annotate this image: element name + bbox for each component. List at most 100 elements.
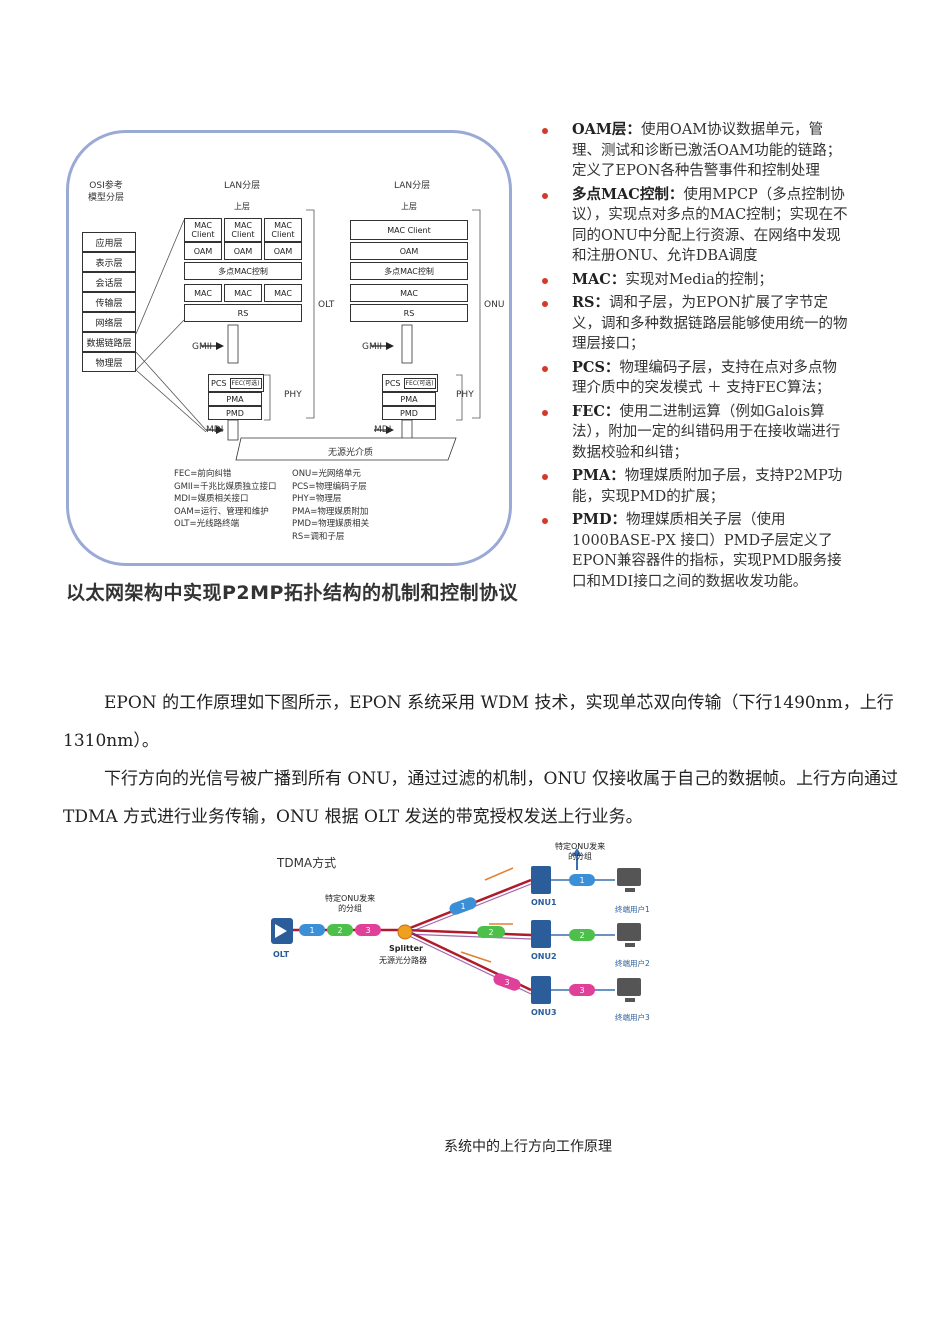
legend-item: FEC=前向纠错: [174, 469, 232, 479]
olt-mdi: MDI: [206, 425, 224, 435]
bullet-term: OAM层：: [572, 121, 641, 138]
olt-pma: PMA: [208, 392, 262, 406]
olt-oam: OAM: [224, 242, 262, 260]
osi-layer: 数据链路层: [82, 332, 136, 352]
onu-label: ONU2: [531, 952, 557, 961]
osi-layer: 应用层: [82, 232, 136, 252]
svg-text:3: 3: [504, 978, 509, 987]
bullet-term: FEC：: [572, 402, 620, 420]
onu-pcs-label: PCS: [385, 378, 401, 388]
svg-text:1: 1: [460, 902, 465, 911]
olt-mac: MAC: [184, 284, 222, 302]
osi-layer: 物理层: [82, 352, 136, 372]
tdma-title: TDMA方式: [277, 856, 337, 870]
legend-left: FEC=前向纠错 GMII=千兆比媒质独立接口 MDI=媒质相关接口 OAM=运…: [174, 468, 277, 531]
bullet-item: PMA：物理媒质附加子层，支持P2MP功能，实现PMD的扩展；: [540, 466, 850, 507]
user-computer-icons: [617, 868, 641, 1002]
trunk-packets: 1 2 3: [299, 924, 381, 936]
tdma-figure: 1 2 3 1 2 3 1 2: [265, 840, 685, 1040]
olt-mpcp: 多点MAC控制: [184, 262, 302, 280]
bullet-item: MAC：实现对Media的控制；: [540, 270, 850, 291]
onu-mac-client: MAC Client: [350, 220, 468, 240]
onu-pmd: PMD: [382, 406, 436, 420]
osi-title-line: 模型分层: [88, 193, 125, 203]
osi-title: OSI参考 模型分层: [88, 180, 124, 204]
olt-mac-client: MAC Client: [264, 218, 302, 242]
grouped-label-line: 的分组: [338, 904, 363, 913]
legend-right: ONU=光网络单元 PCS=物理编码子层 PHY=物理层 PMA=物理媒质附加 …: [292, 468, 369, 543]
legend-item: OLT=光线路终端: [174, 519, 240, 529]
onu-lan-title: LAN分层: [394, 181, 431, 191]
bullet-text: 使用二进制运算（例如Galois算法），附加一定的纠错码用于在接收端进行数据校验…: [572, 403, 841, 461]
user-label: 终端用户2: [615, 959, 650, 968]
user-label: 终端用户1: [615, 905, 650, 914]
bullet-icon: [542, 474, 548, 480]
onu-icons: [531, 866, 551, 1004]
bullet-term: PCS：: [572, 358, 620, 376]
bullet-item: FEC：使用二进制运算（例如Galois算法），附加一定的纠错码用于在接收端进行…: [540, 402, 850, 464]
bullet-text: 使用OAM协议数据单元，管理、测试和诊断已激活OAM功能的链路；定义了EPON各…: [572, 122, 842, 179]
legend-item: PMD=物理媒质相关: [292, 519, 370, 529]
legend-item: MDI=媒质相关接口: [174, 494, 249, 504]
bullet-item: PMD：物理媒质相关子层（使用1000BASE-PX 接口）PMD子层定义了EP…: [540, 510, 850, 592]
osi-title-line: OSI参考: [89, 181, 123, 191]
legend-item: PMA=物理媒质附加: [292, 506, 369, 517]
grouped-label-line: 的分组: [568, 852, 593, 861]
legend-item: GMII=千兆比媒质独立接口: [174, 481, 277, 492]
osi-layer: 会话层: [82, 272, 136, 292]
figure-caption: 以太网架构中实现P2MP拓扑结构的机制和控制协议: [66, 582, 518, 604]
olt-oam: OAM: [184, 242, 222, 260]
bullet-text: 使用MPCP（多点控制协议），实现点对多点的MAC控制；实现在不同的ONU中分配…: [572, 186, 848, 265]
olt-phy-label: PHY: [284, 390, 302, 400]
bullet-term: PMD：: [572, 511, 627, 528]
user-label: 终端用户3: [615, 1013, 650, 1022]
bullet-term: PMA：: [572, 467, 625, 484]
grouped-label-line: 特定ONU发来: [555, 842, 606, 851]
medium-label: 无源光介质: [328, 448, 374, 458]
bullet-icon: [542, 192, 548, 199]
svg-text:2: 2: [579, 931, 584, 940]
bullet-item: PCS：物理编码子层，支持在点对多点物理介质中的突发模式 ＋ 支持FEC算法；: [540, 358, 850, 399]
onu-mpcp: 多点MAC控制: [350, 262, 468, 280]
splitter-label: Splitter: [389, 944, 423, 953]
legend-item: PCS=物理编码子层: [292, 481, 367, 492]
bullet-icon: [542, 365, 548, 372]
svg-text:1: 1: [309, 926, 314, 935]
tdma-diagram: 1 2 3 1 2 3 1 2: [271, 848, 641, 1004]
bullet-icon: [542, 409, 548, 416]
onu-phy-label: PHY: [456, 390, 474, 400]
legend-item: ONU=光网络单元: [292, 469, 361, 479]
onu-oam: OAM: [350, 242, 468, 260]
onu-label: ONU3: [531, 1008, 557, 1017]
onu-rs: RS: [350, 304, 468, 322]
top-grouped-label: 特定ONU发来 的分组: [555, 842, 605, 862]
legend-item: OAM=运行、管理和维护: [174, 506, 269, 517]
p2mp-architecture-figure: OSI参考 模型分层 应用层 表示层 会话层 传输层 网络层 数据链路层 物理层: [56, 120, 856, 620]
legend-item: PHY=物理层: [292, 494, 342, 504]
paragraph-wdm: EPON 的工作原理如下图所示，EPON 系统采用 WDM 技术，实现单芯双向传…: [63, 693, 894, 751]
figure-lines: [135, 209, 481, 461]
grouped-label: 特定ONU发来 的分组: [325, 894, 375, 914]
layer-description-list: OAM层：使用OAM协议数据单元，管理、测试和诊断已激活OAM功能的链路；定义了…: [540, 120, 850, 595]
osi-layer: 传输层: [82, 292, 136, 312]
olt-pmd: PMD: [208, 406, 262, 420]
onu-label: ONU1: [531, 898, 557, 907]
bullet-text: 物理编码子层，支持在点对多点物理介质中的突发模式 ＋ 支持FEC算法；: [572, 359, 837, 397]
olt-mac: MAC: [264, 284, 302, 302]
olt-mac-client: MAC Client: [224, 218, 262, 242]
tdma-caption: 系统中的上行方向工作原理: [444, 1139, 612, 1155]
olt-lan-title: LAN分层: [224, 181, 261, 191]
svg-text:3: 3: [365, 926, 370, 935]
bullet-item: OAM层：使用OAM协议数据单元，管理、测试和诊断已激活OAM功能的链路；定义了…: [540, 120, 850, 182]
bullet-text: 调和子层，为EPON扩展了字节定义，调和多种数据链路层能够使用统一的物理层接口；: [572, 295, 848, 352]
svg-text:2: 2: [337, 926, 342, 935]
bullet-icon: [542, 301, 548, 307]
bullet-icon: [542, 518, 548, 524]
bullet-item: RS：调和子层，为EPON扩展了字节定义，调和多种数据链路层能够使用统一的物理层…: [540, 293, 850, 355]
svg-text:3: 3: [579, 986, 584, 995]
olt-gmii: GMII: [192, 342, 213, 352]
bullet-text: 实现对Media的控制；: [625, 271, 773, 288]
bullet-text: 物理媒质附加子层，支持P2MP功能，实现PMD的扩展；: [572, 468, 843, 505]
